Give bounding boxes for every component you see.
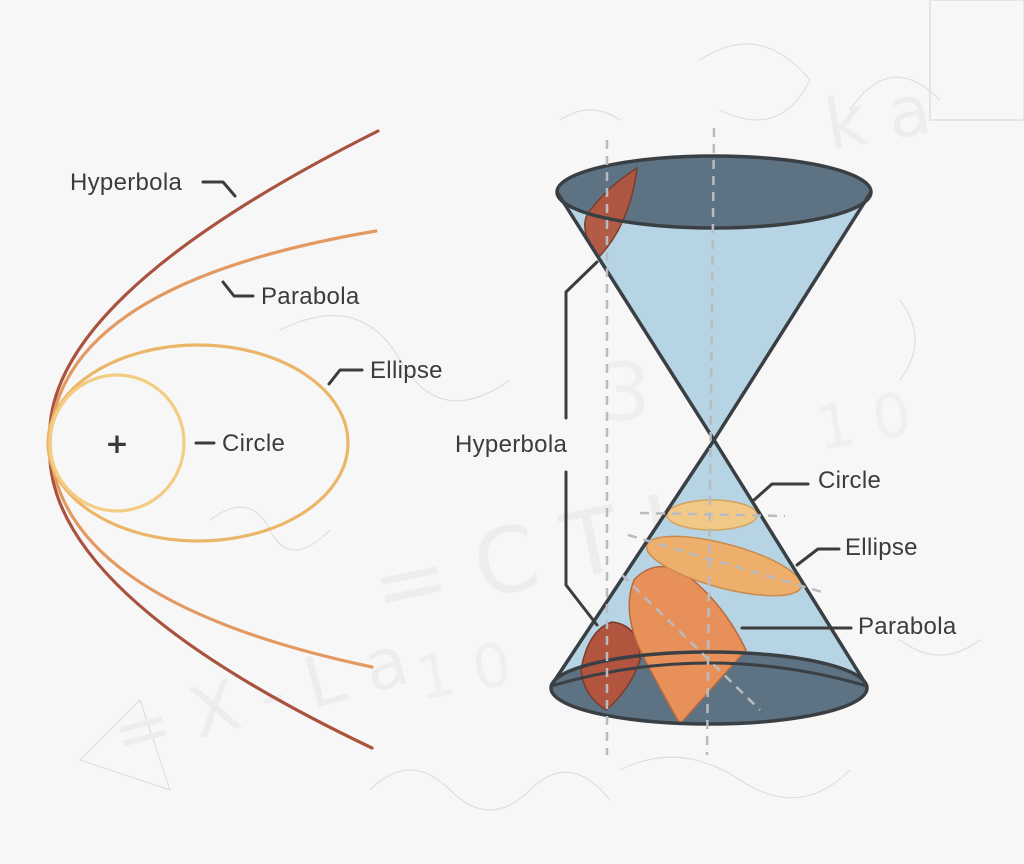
right-parabola-label: Parabola bbox=[858, 613, 957, 640]
focus-plus-marker: + bbox=[105, 427, 128, 460]
left-hyperbola-leader bbox=[201, 180, 237, 198]
right-ellipse-label: Ellipse bbox=[845, 534, 918, 561]
left-conics-diagram: + Hyperbola Parabola Ellipse Circle bbox=[46, 129, 443, 750]
right-hyperbola-leader bbox=[564, 260, 599, 627]
left-ellipse-label: Ellipse bbox=[370, 357, 443, 384]
lower-cone-left-edge bbox=[549, 439, 716, 687]
upper-cone-left-edge bbox=[555, 191, 716, 441]
right-circle-leader bbox=[752, 482, 810, 502]
upper-cone-body bbox=[557, 192, 871, 440]
svg-text:3: 3 bbox=[600, 346, 651, 439]
svg-text:1 0: 1 0 bbox=[810, 379, 916, 465]
left-circle-curve bbox=[48, 373, 186, 513]
double-cone-diagram: Hyperbola Circle Ellipse Parabola bbox=[455, 127, 957, 756]
upper-cone-right-edge bbox=[712, 191, 873, 441]
svg-text:k a: k a bbox=[819, 68, 937, 167]
right-ellipse-leader bbox=[795, 547, 841, 567]
svg-text:= X - L a: = X - L a bbox=[103, 619, 417, 777]
lower-cone-rim bbox=[549, 650, 869, 726]
left-parabola-leader bbox=[221, 280, 255, 298]
left-parabola-label: Parabola bbox=[261, 283, 360, 310]
left-ellipse-curve bbox=[46, 343, 350, 543]
cutting-planes bbox=[605, 127, 823, 756]
lower-cone-right-edge bbox=[712, 439, 869, 687]
right-hyperbola-label: Hyperbola bbox=[455, 431, 567, 458]
left-hyperbola-label: Hyperbola bbox=[70, 169, 182, 196]
left-circle-label: Circle bbox=[222, 430, 285, 457]
right-circle-label: Circle bbox=[818, 467, 881, 494]
svg-text:1 0: 1 0 bbox=[410, 629, 516, 715]
left-ellipse-leader bbox=[327, 368, 364, 386]
